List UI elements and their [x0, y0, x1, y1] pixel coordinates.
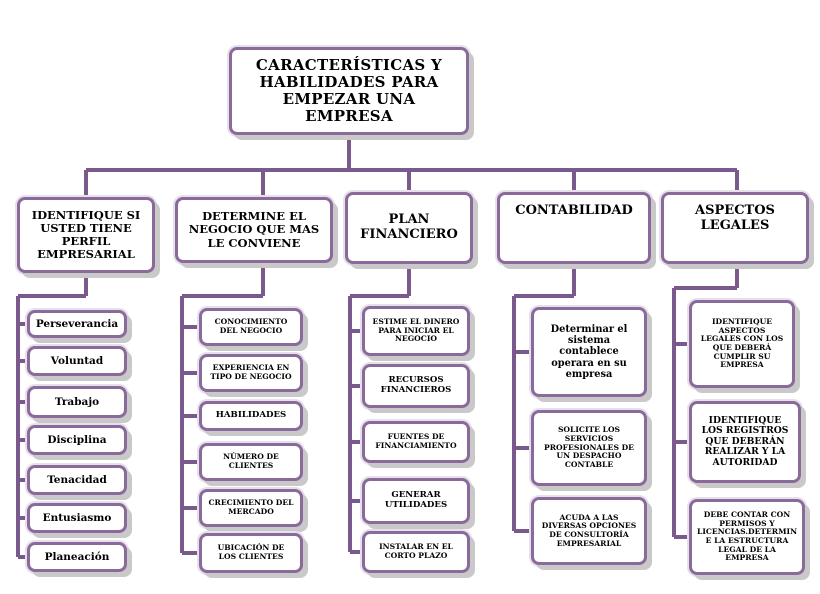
header-plan-financiero: PLAN FINANCIERO: [345, 192, 473, 264]
item-registros: IDENTIFIQUE LOS REGISTROS QUE DEBERÁN RE…: [689, 401, 801, 483]
header-negocio: DETERMINE EL NEGOCIO QUE MAS LE CONVIENE: [175, 197, 333, 263]
item-label: EXPERIENCIA EN TIPO DE NEGOCIO: [210, 363, 292, 381]
item-conocimiento: CONOCIMIENTO DEL NEGOCIO: [199, 308, 303, 346]
header-label: DETERMINE EL NEGOCIO QUE MAS LE CONVIENE: [188, 209, 320, 250]
header-contabilidad: CONTABILIDAD: [497, 192, 651, 264]
item-label: GENERAR UTILIDADES: [384, 490, 448, 510]
item-instalar: INSTALAR EN EL CORTO PLAZO: [362, 531, 470, 573]
item-label: DEBE CONTAR CON PERMISOS Y LICENCIAS.DET…: [696, 509, 798, 563]
item-trabajo: Trabajo: [27, 386, 127, 418]
item-aspectos-legales: IDENTIFIQUE ASPECTOS LEGALES CON LOS QUE…: [689, 300, 795, 388]
item-habilidades: HABILIDADES: [199, 401, 303, 431]
item-label: CRECIMIENTO DEL MERCADO: [208, 498, 294, 516]
item-servicios: SOLICITE LOS SERVICIOS PROFESIONALES DE …: [531, 410, 647, 486]
root-box: CARACTERÍSTICAS Y HABILIDADES PARA EMPEZ…: [229, 47, 469, 135]
item-consultoria: ACUDA A LAS DIVERSAS OPCIONES DE CONSULT…: [531, 497, 647, 565]
item-crecimiento: CRECIMIENTO DEL MERCADO: [199, 489, 303, 527]
item-label: IDENTIFIQUE ASPECTOS LEGALES CON LOS QUE…: [700, 316, 784, 370]
item-planeacion: Planeación: [27, 542, 127, 572]
header-label: IDENTIFIQUE SI USTED TIENE PERFIL EMPRES…: [31, 207, 141, 262]
header-label: ASPECTOS LEGALES: [695, 203, 775, 233]
item-entusiasmo: Entusiasmo: [27, 503, 127, 533]
item-label: Trabajo: [54, 395, 100, 408]
item-label: UBICACIÓN DE LOS CLIENTES: [217, 543, 285, 561]
item-label: Voluntad: [50, 354, 104, 367]
item-experiencia: EXPERIENCIA EN TIPO DE NEGOCIO: [199, 354, 303, 392]
root-label: CARACTERÍSTICAS Y HABILIDADES PARA EMPEZ…: [255, 55, 443, 126]
item-numero-clientes: NÚMERO DE CLIENTES: [199, 443, 303, 481]
item-label: IDENTIFIQUE LOS REGISTROS QUE DEBERÁN RE…: [701, 414, 789, 468]
item-label: Disciplina: [47, 433, 107, 446]
item-label: Entusiasmo: [42, 511, 112, 524]
header-perfil-empresarial: IDENTIFIQUE SI USTED TIENE PERFIL EMPRES…: [17, 197, 155, 273]
item-label: ACUDA A LAS DIVERSAS OPCIONES DE CONSULT…: [541, 512, 637, 548]
item-recursos: RECURSOS FINANCIEROS: [362, 364, 470, 408]
item-label: INSTALAR EN EL CORTO PLAZO: [379, 542, 453, 560]
item-label: FUENTES DE FINANCIAMIENTO: [375, 432, 457, 450]
item-label: Planeación: [44, 550, 110, 563]
item-label: Tenacidad: [47, 473, 107, 486]
item-label: SOLICITE LOS SERVICIOS PROFESIONALES DE …: [544, 425, 634, 470]
item-perseverancia: Perseverancia: [27, 310, 127, 338]
item-label: NÚMERO DE CLIENTES: [223, 452, 279, 470]
item-generar: GENERAR UTILIDADES: [362, 478, 470, 524]
item-label: Determinar el sistema contablece operara…: [550, 323, 628, 380]
item-voluntad: Voluntad: [27, 346, 127, 376]
item-disciplina: Disciplina: [27, 425, 127, 455]
header-label: PLAN FINANCIERO: [360, 212, 458, 242]
item-ubicacion: UBICACIÓN DE LOS CLIENTES: [199, 533, 303, 573]
item-estime-dinero: ESTIME EL DINERO PARA INICIAR EL NEGOCIO: [362, 306, 470, 356]
item-sistema-contable: Determinar el sistema contablece operara…: [531, 307, 647, 397]
item-permisos: DEBE CONTAR CON PERMISOS Y LICENCIAS.DET…: [689, 499, 805, 575]
item-label: ESTIME EL DINERO PARA INICIAR EL NEGOCIO: [372, 316, 460, 344]
item-tenacidad: Tenacidad: [27, 465, 127, 495]
header-aspectos-legales: ASPECTOS LEGALES: [661, 192, 809, 264]
header-label: CONTABILIDAD: [515, 203, 633, 218]
item-fuentes: FUENTES DE FINANCIAMIENTO: [362, 421, 470, 463]
item-label: CONOCIMIENTO DEL NEGOCIO: [214, 317, 288, 335]
item-label: RECURSOS FINANCIEROS: [380, 375, 452, 395]
item-label: HABILIDADES: [215, 410, 287, 421]
item-label: Perseverancia: [35, 317, 119, 330]
